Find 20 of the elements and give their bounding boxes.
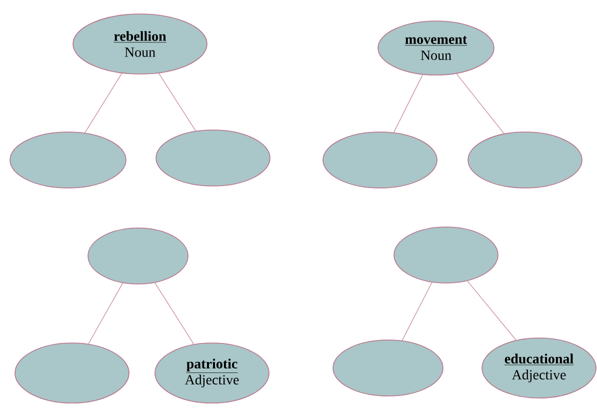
connector-line [154,282,194,345]
empty-oval [322,132,438,188]
empty-oval [14,342,130,404]
connector-line [393,74,424,133]
empty-oval [88,228,188,284]
empty-oval [332,340,444,396]
text-oval: rebellion Noun [72,14,208,74]
connector-line [88,282,124,344]
empty-oval [468,132,582,188]
connector-line [456,73,504,134]
connector-line [467,280,516,340]
text-oval: educational Adjective [482,338,596,398]
connector-line [84,72,122,134]
empty-oval [10,132,126,188]
text-oval: movement Noun [378,20,494,76]
empty-oval [156,130,270,186]
connector-line [158,72,196,132]
text-oval: patriotic Adjective [154,342,270,404]
empty-oval [394,226,498,284]
connector-line [402,282,432,341]
